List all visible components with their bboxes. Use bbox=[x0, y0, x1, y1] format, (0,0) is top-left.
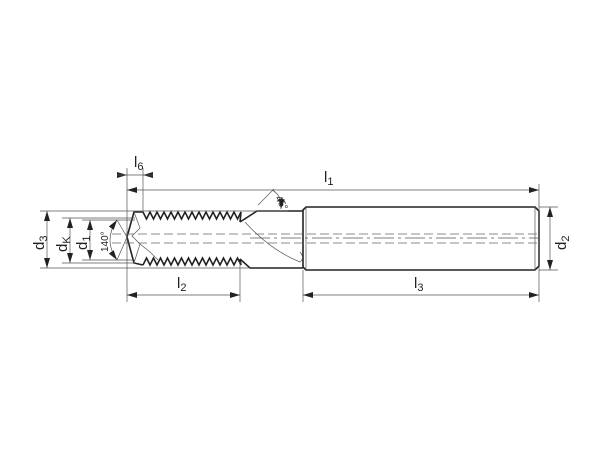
label-l6: l6 bbox=[134, 154, 143, 173]
label-d2: d2 bbox=[553, 236, 572, 250]
label-angle-140: 140° bbox=[100, 231, 111, 252]
thread-section bbox=[126, 210, 242, 267]
shank bbox=[302, 206, 540, 271]
label-l3: l3 bbox=[414, 275, 423, 294]
extension-lines bbox=[40, 168, 558, 302]
label-angle-45: 45° bbox=[272, 194, 289, 213]
neck bbox=[239, 210, 303, 269]
label-d1: d1 bbox=[74, 236, 93, 250]
dimension-lines bbox=[44, 172, 553, 298]
label-d3: d3 bbox=[31, 236, 50, 250]
label-l2: l2 bbox=[177, 275, 186, 294]
centerline bbox=[112, 233, 540, 244]
label-dK: dK bbox=[54, 236, 73, 252]
dim-140-arc bbox=[108, 219, 118, 261]
label-l1: l1 bbox=[324, 169, 333, 188]
dim-45-arc bbox=[257, 188, 281, 209]
